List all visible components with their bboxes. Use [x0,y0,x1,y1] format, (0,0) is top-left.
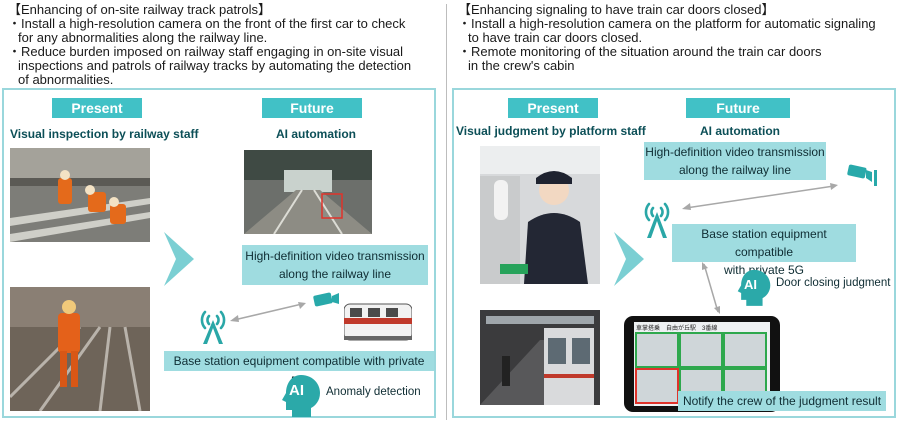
left-ai-badge-icon [282,375,320,417]
right-ai-badge-icon [737,269,771,306]
left-present-tag: Present [52,98,142,118]
right-panel [452,88,896,418]
front-camera-view-photo [244,150,372,234]
left-header-title: 【Enhancing of on-site railway track patr… [8,2,272,17]
left-panel [2,88,436,418]
right-header-line: ・Remote monitoring of the situation arou… [458,44,822,59]
callout-line: High-definition video transmission [245,249,425,263]
left-camera-icon [313,292,339,307]
left-present-subtitle: Visual inspection by railway staff [10,127,199,141]
left-ai-label: AI [289,382,304,399]
left-header-line: for any abnormalities along the railway … [18,30,268,45]
right-header-line: to have train car doors closed. [468,30,643,45]
right-ai-label: AI [744,277,757,292]
track-inspection-photo [10,148,150,242]
notify-crew-callout: Notify the crew of the judgment result [678,391,886,411]
callout-line: along the railway line [678,163,792,177]
left-base-station-callout: Base station equipment compatible with p… [164,351,434,388]
left-video-transmission-callout: High-definition video transmission along… [242,245,428,285]
left-header-line: inspections and patrols of railway track… [18,58,412,73]
platform-doors-photo [480,310,600,405]
right-present-subtitle: Visual judgment by platform staff [456,124,646,138]
right-header-title: 【Enhancing signaling to have train car d… [458,2,775,17]
callout-line: High-definition video transmission [645,145,825,159]
right-link-arrow-lower-icon [702,262,720,314]
right-camera-icon [847,164,877,186]
callout-line: along the railway line [278,267,392,281]
right-door-closing-label: Door closing judgment [776,277,891,289]
left-header-line: ・Reduce burden imposed on railway staff … [8,44,404,59]
callout-line: Base station equipment compatible [701,227,827,259]
right-header-line: in the crew's cabin [468,58,575,73]
right-antenna-icon [644,202,670,238]
left-future-subtitle: AI automation [276,127,356,141]
left-header: 【Enhancing of on-site railway track patr… [8,3,440,87]
left-future-tag: Future [262,98,362,118]
left-header-line: of abnormalities. [18,72,114,87]
worker-on-tracks-photo [10,287,150,411]
right-link-arrow-icon [682,183,838,210]
right-future-subtitle: AI automation [700,124,780,138]
right-video-transmission-callout: High-definition video transmission along… [644,142,826,180]
left-arrow-icon [164,232,194,286]
left-anomaly-detection-label: Anomaly detection [326,386,421,398]
center-divider [446,4,447,420]
right-present-tag: Present [508,98,598,118]
right-future-tag: Future [686,98,790,118]
right-header-line: ・Install a high-resolution camera on the… [458,16,876,31]
right-arrow-icon [614,232,644,286]
train-icon [344,303,412,341]
left-link-arrow-icon [230,302,306,322]
platform-staff-photo [480,146,600,284]
left-header-line: ・Install a high-resolution camera on the… [8,16,406,31]
right-header: 【Enhancing signaling to have train car d… [458,3,898,73]
right-base-station-callout: Base station equipment compatible with p… [672,224,856,277]
callout-line: with private 5G [723,263,805,277]
tablet-screen-header: 車掌搭乗 自由が丘駅 3番線 [636,326,718,331]
antenna-icon [200,310,226,344]
